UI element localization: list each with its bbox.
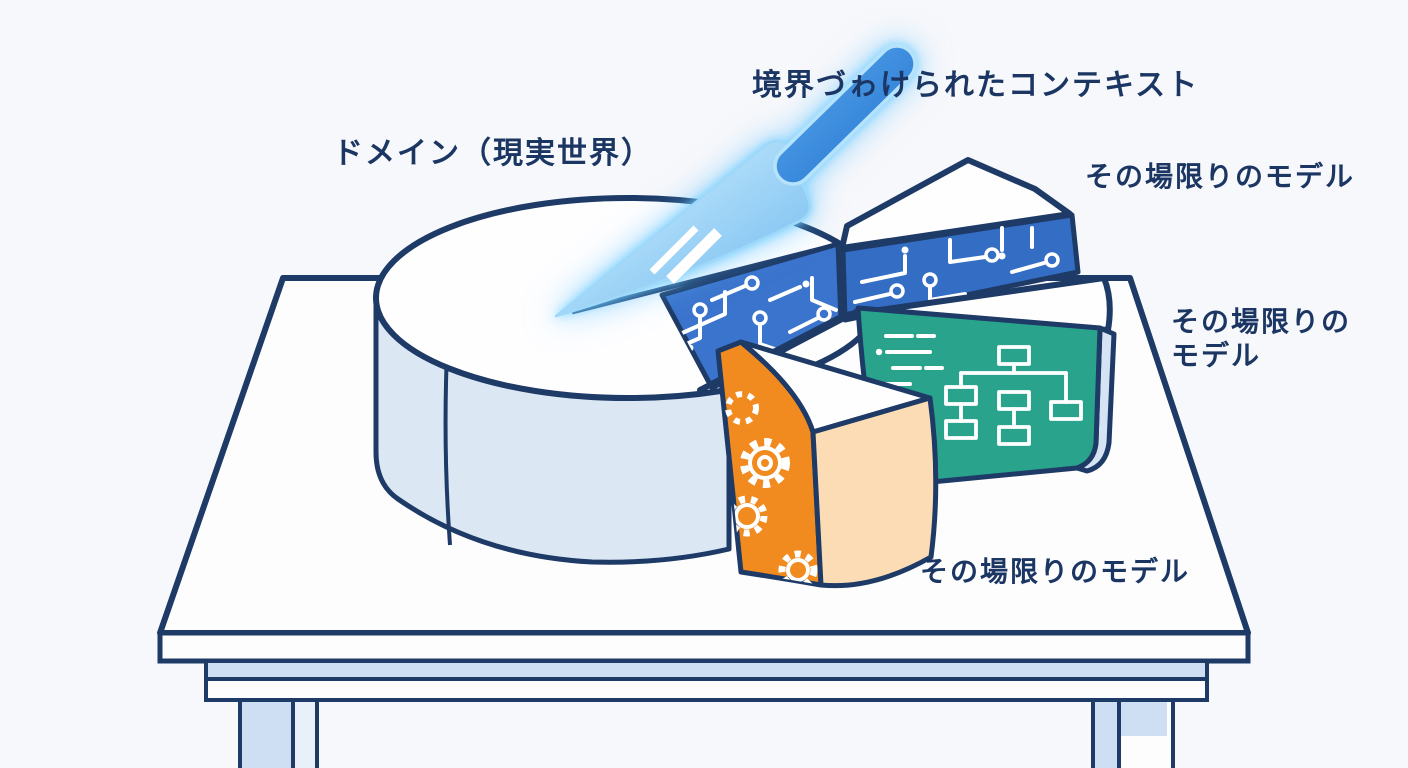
circuit-slice-top: [839, 157, 1073, 251]
circuit-slice: [659, 157, 1081, 391]
knife-blade: [554, 140, 811, 318]
table-leg-right: [1091, 698, 1175, 768]
label-adhoc-model-right: その場限りの モデル: [1171, 305, 1351, 373]
gears-slice-front: [810, 395, 939, 589]
label-adhoc-model-bottom: その場限りのモデル: [920, 555, 1191, 588]
label-adhoc-model-top: その場限りのモデル: [1085, 160, 1356, 193]
table-apron-top: [204, 659, 1209, 681]
gear-icon: [740, 438, 790, 488]
table-edge: [157, 630, 1251, 664]
gear-icons: [725, 391, 818, 585]
table-apron: [204, 677, 1209, 702]
table-leg-left: [238, 698, 319, 768]
wheel-seam: [443, 351, 452, 546]
flowchart-pattern: [944, 345, 1083, 446]
blade-highlight: [649, 225, 699, 275]
label-domain: ドメイン（現実世界）: [333, 136, 653, 171]
knife-icon: [554, 44, 917, 318]
label-adhoc-model-right-line1: その場限りの: [1171, 305, 1352, 338]
gear-icon: [725, 391, 759, 425]
gears-slice: [715, 339, 939, 589]
label-bounded-context: 境界づゎけられたコンテキスト: [752, 68, 1200, 103]
blade-highlight: [666, 228, 722, 284]
knife-handle: [773, 44, 917, 186]
label-adhoc-model-right-line2: モデル: [1171, 339, 1262, 373]
gear-icon: [778, 550, 818, 585]
